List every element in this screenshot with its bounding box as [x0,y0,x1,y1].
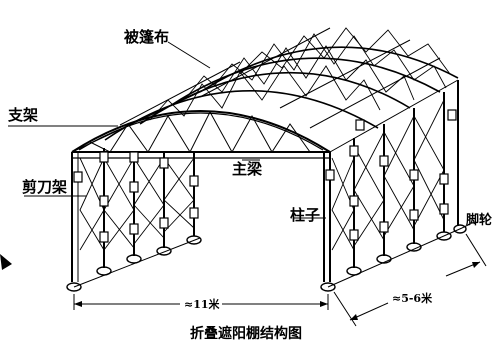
left-scissor-braces [79,157,195,251]
label-main-beam: 主梁 [232,160,263,178]
left-feet [66,235,202,292]
right-joints [325,109,457,241]
label-cover: 被篷布 [124,28,169,46]
right-scissor-braces [331,99,445,251]
label-width-dimension: ≈11米 [184,297,221,311]
diagram-caption: 折叠遮阳棚结构图 [190,325,302,342]
rear-arch-truss [149,27,451,121]
right-ground-line [327,227,463,288]
label-depth-dimension: ≈5-6米 [392,291,433,305]
front-arch-truss [89,110,311,154]
label-bracket: 支架 [7,106,38,124]
left-ground-line [73,237,201,288]
cursor-arrow-icon [0,254,12,270]
width-dimension [73,294,329,310]
depth-dimension [333,233,487,327]
left-posts [71,148,195,282]
label-post: 柱子 [290,206,320,224]
leader-lines [8,41,471,229]
label-scissor: 剪刀架 [22,178,67,196]
left-joints [73,151,199,243]
label-wheel: 脚轮 [466,212,492,228]
roof-longitudinals [71,27,459,153]
